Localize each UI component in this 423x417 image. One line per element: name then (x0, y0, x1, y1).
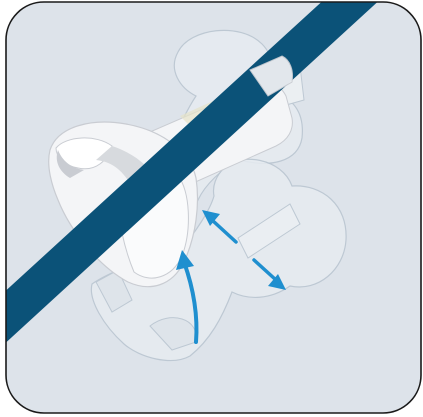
earbud-fit-illustration (0, 0, 423, 417)
illustration-stage (0, 0, 423, 417)
